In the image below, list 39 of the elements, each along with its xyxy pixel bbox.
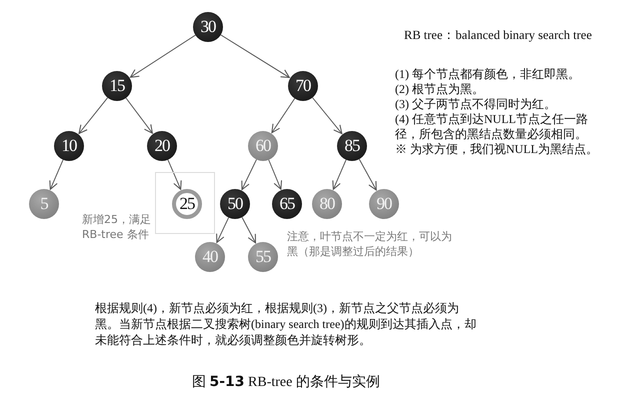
- arrow: [241, 159, 257, 190]
- tree-node: 85: [337, 131, 367, 161]
- tree-node: 70: [288, 71, 318, 101]
- arrow: [130, 34, 196, 78]
- rule-text: (1) 每个节点都有颜色，非红即黑。: [395, 67, 580, 82]
- tree-node: 65: [272, 189, 302, 219]
- tree-node: 80: [312, 189, 342, 219]
- tree-node: 20: [147, 131, 177, 161]
- rule-text: (3) 父子两节点不得同时为红。: [395, 97, 556, 112]
- arrow: [126, 98, 153, 134]
- arrow: [78, 97, 108, 134]
- tree-node: 5: [29, 189, 59, 219]
- rule-text: (4) 任意节点到达NULL节点之任一路径，所包含的黑结点数量必须相同。: [395, 112, 589, 142]
- tree-node: 10: [54, 131, 84, 161]
- arrow: [271, 98, 296, 134]
- tree-node: 30: [193, 12, 223, 42]
- arrow: [216, 217, 230, 244]
- tree-node: 55: [248, 242, 278, 272]
- arrow: [242, 216, 256, 244]
- tree-node: 50: [220, 189, 250, 219]
- arrow: [167, 159, 182, 190]
- arrow: [49, 159, 64, 190]
- arrow: [312, 97, 342, 134]
- arrow: [332, 159, 347, 190]
- annotation: 注意，叶节点不一定为红，可以为黑（那是调整过后的结果）: [287, 230, 453, 260]
- arrow: [220, 34, 290, 78]
- figure-caption: 图 5-13 RB-tree 的条件与实例: [192, 373, 380, 391]
- annotation: 新增25，满足 RB-tree 条件: [82, 213, 152, 243]
- title: RB tree：balanced binary search tree: [404, 27, 592, 44]
- paragraph: 根据规则(4)，新节点必须为红，根据规则(3)，新节点之父节点必须为黑。当新节点根据二叉搜索树(binary search tree)的规则到达其插入点，却未能符合上述条件时，就必须调整颜色并旋转树形。: [95, 300, 478, 348]
- tree-node: 25: [172, 189, 202, 219]
- tree-node: 90: [369, 189, 399, 219]
- arrow: [268, 159, 282, 190]
- tree-node: 15: [102, 71, 132, 101]
- rule-text: (2) 根节点为黑。: [395, 82, 484, 97]
- tree-node: 60: [248, 131, 278, 161]
- rule-text: ※ 为求方便，我们视NULL为黑结点。: [395, 142, 598, 157]
- tree-node: 40: [195, 242, 225, 272]
- arrow: [358, 158, 377, 190]
